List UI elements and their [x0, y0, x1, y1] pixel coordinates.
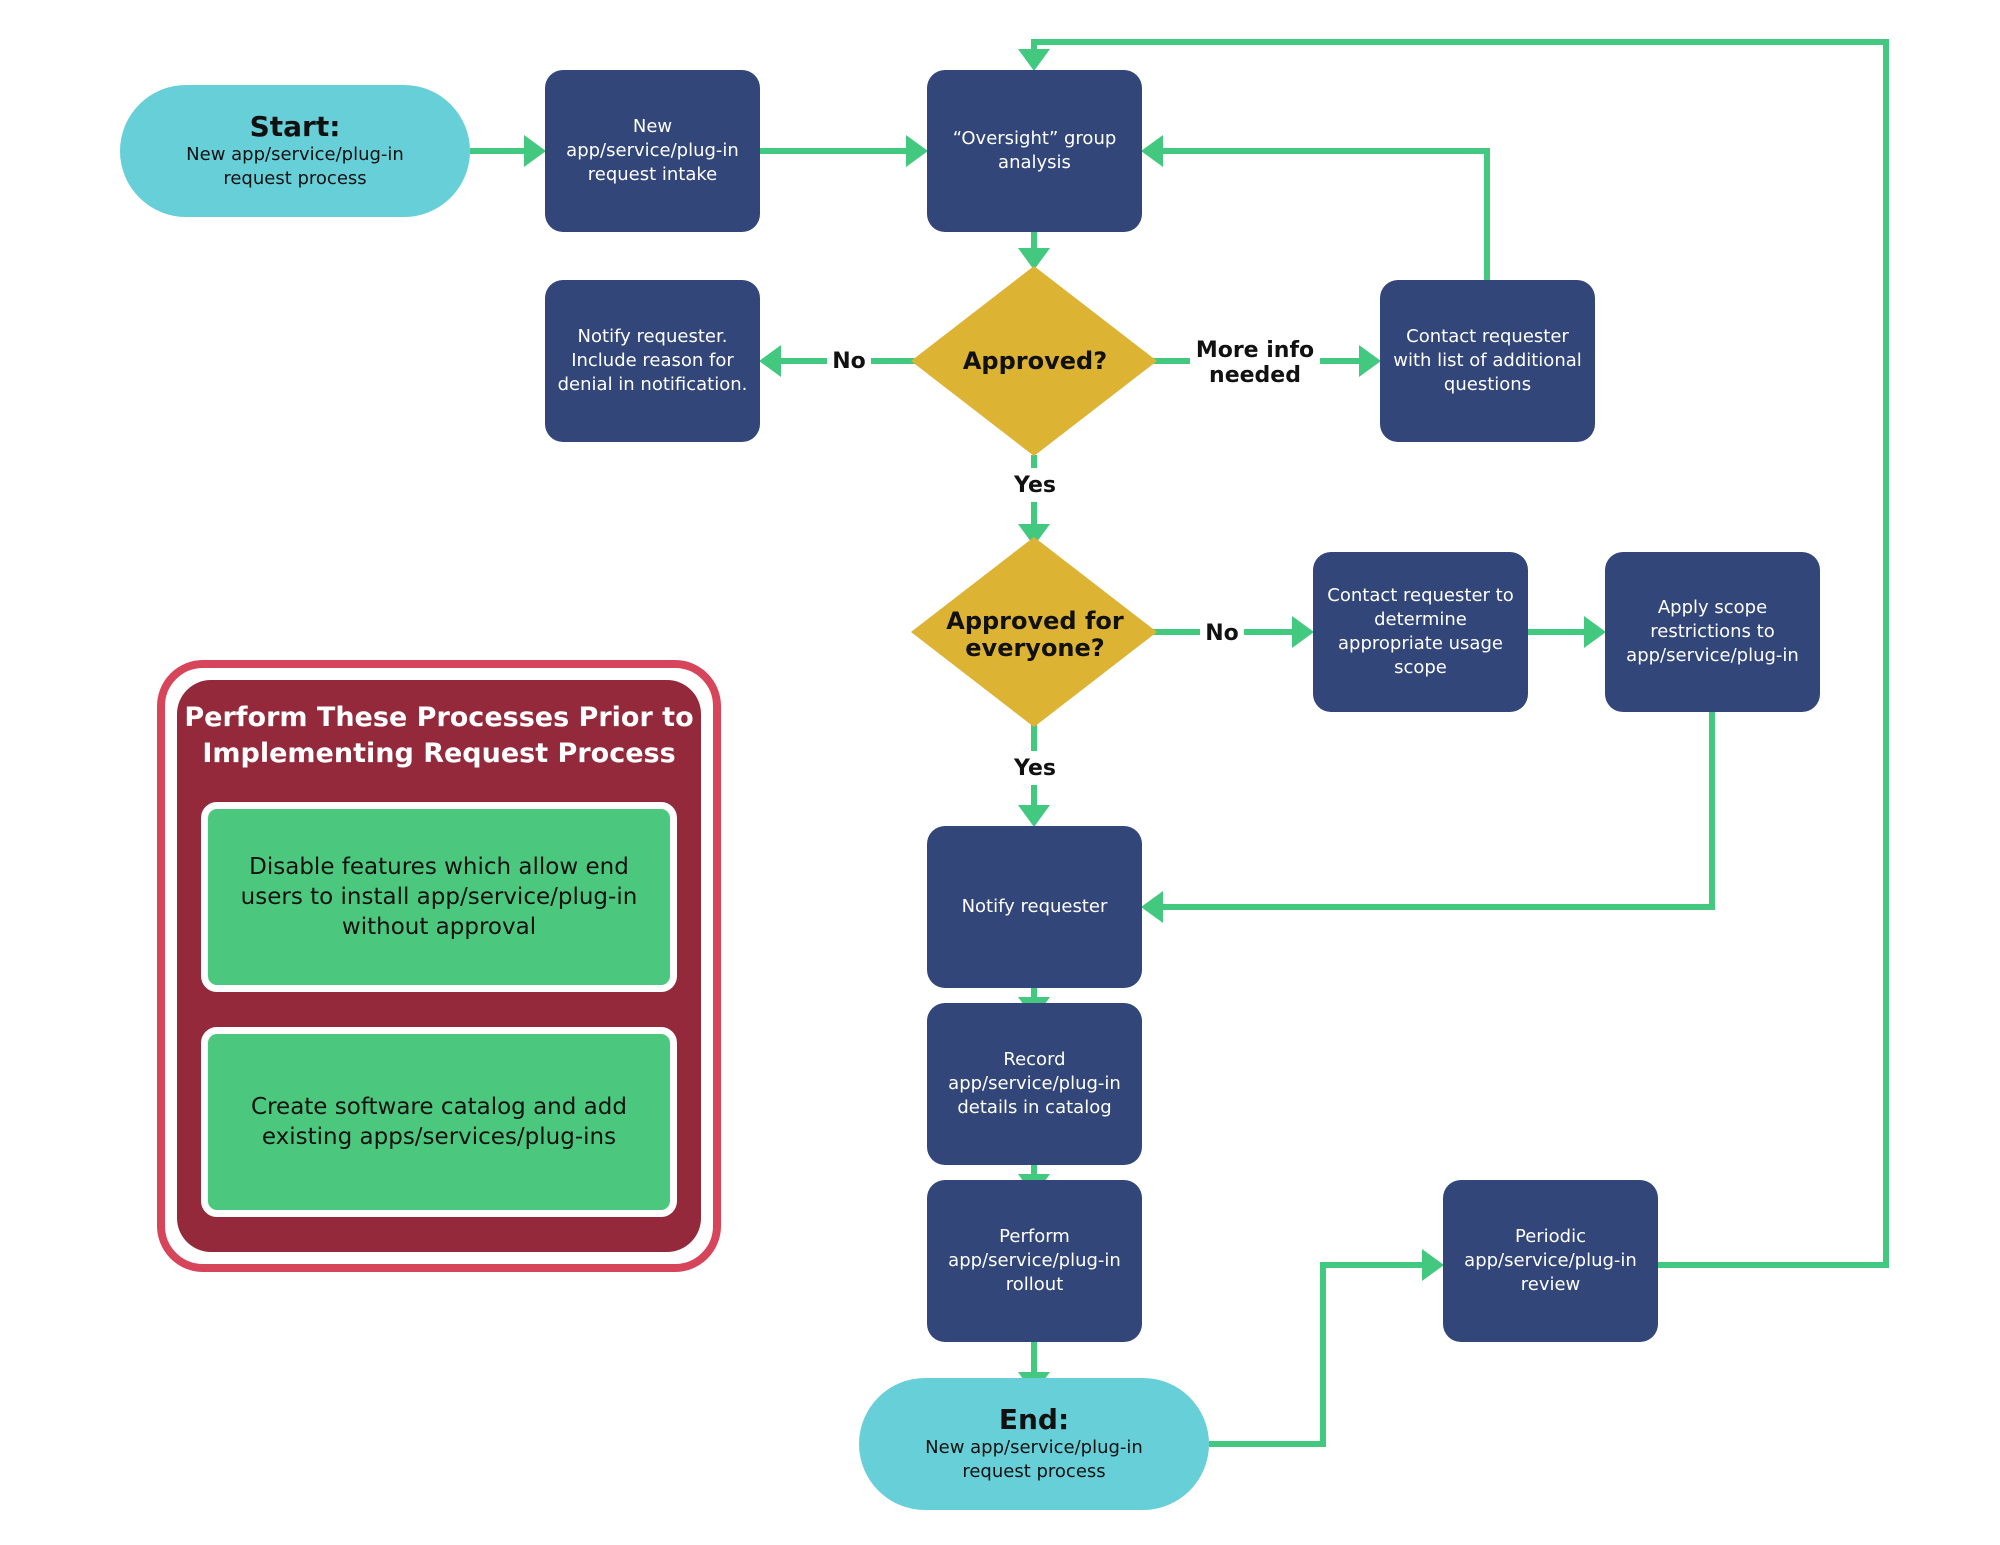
approved-decision-label: Approved? — [962, 346, 1108, 375]
prerequisite-create-catalog: Create software catalog and add existing… — [201, 1027, 677, 1217]
end-subtitle: New app/service/plug-in request process — [925, 1437, 1143, 1482]
arrowhead-icon — [1584, 616, 1606, 648]
prerequisite-disable-features: Disable features which allow end users t… — [201, 802, 677, 992]
periodic-review-box: Periodic app/service/plug-in review — [1443, 1180, 1658, 1342]
arrowhead-icon — [1141, 135, 1163, 167]
prerequisites-title: Perform These Processes Prior to Impleme… — [184, 702, 694, 769]
edge-end-to-periodic-review — [1209, 1262, 1428, 1447]
contact-scope-box: Contact requester to determine appropria… — [1313, 552, 1528, 712]
arrowhead-icon — [524, 135, 546, 167]
edge-apply-scope-to-notify — [1157, 712, 1715, 910]
request-intake-box: New app/service/plug-in request intake — [545, 70, 760, 232]
start-title: Start: — [249, 110, 341, 143]
end-terminal: End: New app/service/plug-in request pro… — [859, 1378, 1209, 1510]
apply-scope-box: Apply scope restrictions to app/service/… — [1605, 552, 1820, 712]
arrowhead-icon — [1018, 248, 1050, 270]
approved-everyone-decision-label: Approved for everyone? — [946, 607, 1124, 662]
arrowhead-icon — [1018, 524, 1050, 546]
edge-label-everyone-no: No — [1200, 616, 1244, 650]
edge-contact-questions-to-oversight — [1157, 148, 1490, 280]
arrowhead-icon — [1018, 805, 1050, 827]
start-subtitle: New app/service/plug-in request process — [186, 144, 404, 189]
edge-label-approved-yes: Yes — [1008, 468, 1062, 502]
contact-questions-box: Contact requester with list of additiona… — [1380, 280, 1595, 442]
arrowhead-icon — [759, 345, 781, 377]
arrowhead-icon — [1422, 1249, 1444, 1281]
arrowhead-icon — [1018, 49, 1050, 71]
record-catalog-box: Record app/service/plug-in details in ca… — [927, 1003, 1142, 1165]
approved-decision-diamond — [911, 266, 1157, 456]
notify-requester-box: Notify requester — [927, 826, 1142, 988]
edge-label-everyone-yes: Yes — [1008, 751, 1062, 785]
arrowhead-icon — [1292, 616, 1314, 648]
edge-label-approved-no: No — [827, 344, 871, 378]
edge-periodic-review-to-oversight — [1031, 39, 1889, 1268]
notify-denial-box: Notify requester. Include reason for den… — [545, 280, 760, 442]
oversight-analysis-box: “Oversight” group analysis — [927, 70, 1142, 232]
arrowhead-icon — [906, 135, 928, 167]
arrowhead-icon — [1141, 891, 1163, 923]
edge-label-more-info: More info needed — [1190, 336, 1320, 390]
start-terminal: Start: New app/service/plug-in request p… — [120, 85, 470, 217]
approved-everyone-decision-diamond — [911, 537, 1157, 727]
end-title: End: — [998, 1403, 1070, 1436]
arrowhead-icon — [1359, 345, 1381, 377]
rollout-box: Perform app/service/plug-in rollout — [927, 1180, 1142, 1342]
